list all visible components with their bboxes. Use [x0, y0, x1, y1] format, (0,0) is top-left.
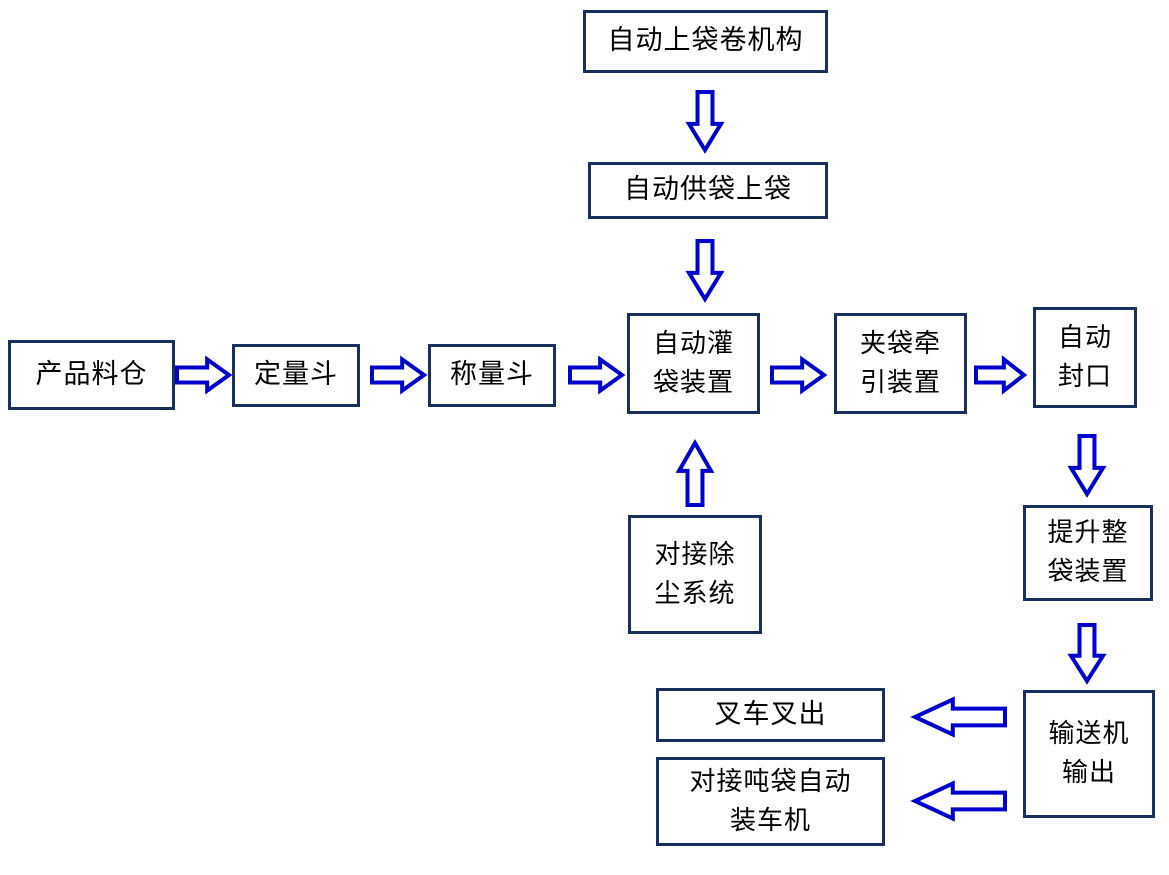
node-label-ton-bag-loader: 对接吨袋自动 装车机 — [689, 766, 852, 836]
node-auto-bag-roll[interactable]: 自动上袋卷机构 — [583, 10, 828, 73]
node-label-dust-system: 对接除 尘系统 — [654, 539, 736, 609]
node-bag-clamp-pull[interactable]: 夹袋牵 引装置 — [834, 313, 967, 414]
node-label-auto-filling: 自动灌 袋装置 — [652, 328, 734, 398]
arrow-bagfeed-to-filling-down-icon — [685, 239, 725, 303]
arrow-weighing-to-filling-right-icon — [568, 355, 626, 395]
arrow-dosing-to-weighing-right-icon — [370, 355, 428, 395]
node-label-bag-clamp-pull: 夹袋牵 引装置 — [859, 328, 941, 398]
arrow-conveyor-to-forklift-left-icon — [910, 696, 1007, 738]
arrow-bagroll-to-bagfeed-down-icon — [685, 90, 725, 154]
arrow-clamp-to-seal-right-icon — [974, 355, 1028, 395]
node-dust-system[interactable]: 对接除 尘系统 — [628, 515, 762, 634]
node-ton-bag-loader[interactable]: 对接吨袋自动 装车机 — [656, 757, 885, 846]
node-label-weighing-hopper: 称量斗 — [450, 359, 534, 391]
node-forklift-out[interactable]: 叉车叉出 — [656, 688, 885, 742]
node-label-forklift-out: 叉车叉出 — [714, 698, 827, 730]
arrow-seal-to-lift-down-icon — [1067, 434, 1107, 498]
node-lift-shape-bag[interactable]: 提升整 袋装置 — [1023, 505, 1153, 601]
arrow-dust-to-filling-up-icon — [675, 438, 715, 507]
arrow-lift-to-conveyor-down-icon — [1067, 623, 1107, 685]
node-dosing-hopper[interactable]: 定量斗 — [232, 344, 360, 407]
node-auto-filling[interactable]: 自动灌 袋装置 — [627, 313, 760, 414]
node-label-dosing-hopper: 定量斗 — [254, 359, 338, 391]
node-label-product-silo: 产品料仓 — [35, 358, 148, 390]
node-label-auto-bag-roll: 自动上袋卷机构 — [607, 25, 804, 57]
node-conveyor-output[interactable]: 输送机 输出 — [1023, 690, 1155, 818]
node-auto-seal[interactable]: 自动 封口 — [1033, 307, 1137, 408]
node-product-silo[interactable]: 产品料仓 — [8, 340, 175, 410]
arrow-filling-to-clamp-right-icon — [770, 355, 828, 395]
node-label-lift-shape-bag: 提升整 袋装置 — [1047, 518, 1129, 587]
node-label-conveyor-output: 输送机 输出 — [1048, 719, 1130, 788]
arrow-silo-to-dosing-right-icon — [175, 355, 233, 395]
arrow-conveyor-to-tonbag-left-icon — [910, 780, 1007, 822]
node-auto-bag-feed[interactable]: 自动供袋上袋 — [588, 162, 828, 219]
node-label-auto-bag-feed: 自动供袋上袋 — [624, 174, 792, 206]
node-label-auto-seal: 自动 封口 — [1057, 322, 1112, 392]
node-weighing-hopper[interactable]: 称量斗 — [428, 344, 556, 407]
